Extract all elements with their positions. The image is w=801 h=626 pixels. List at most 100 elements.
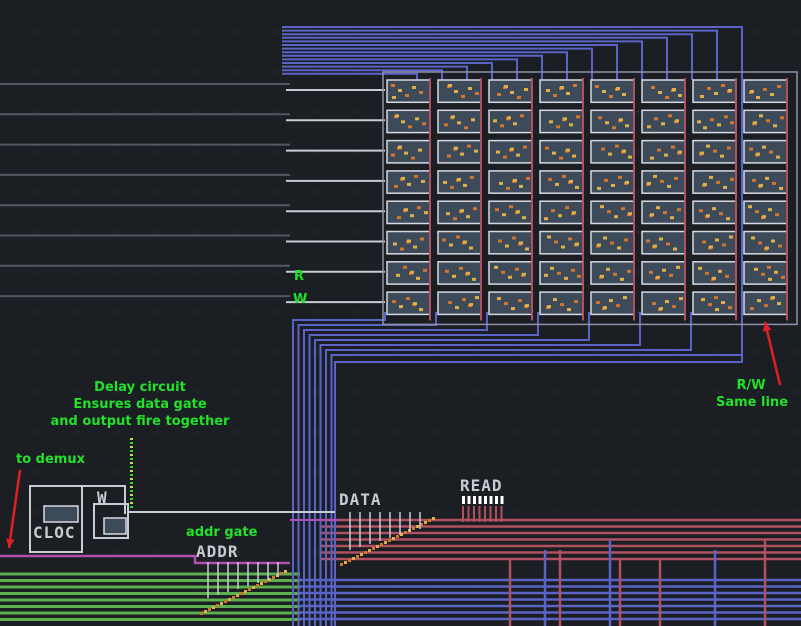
memory-cell[interactable] <box>590 168 635 200</box>
memory-cell[interactable] <box>488 290 533 321</box>
memory-cell[interactable] <box>386 259 431 291</box>
memory-cell[interactable] <box>437 290 482 321</box>
read-label[interactable]: READ <box>460 476 503 495</box>
memory-cell[interactable] <box>692 138 737 169</box>
memory-cell[interactable] <box>692 168 737 200</box>
cell-bit-pixel <box>678 150 682 154</box>
clock-label[interactable]: CLOC <box>33 523 76 542</box>
memory-cell[interactable] <box>641 138 686 169</box>
cell-bit-pixel <box>412 86 416 89</box>
memory-cell[interactable] <box>590 229 635 260</box>
memory-cell[interactable] <box>488 259 533 291</box>
memory-cell[interactable] <box>386 138 431 169</box>
memory-cell[interactable] <box>590 108 635 139</box>
cell-bit-pixel <box>611 183 615 187</box>
memory-cell[interactable] <box>437 78 482 109</box>
column-bus-wire <box>282 40 643 80</box>
memory-cell[interactable] <box>488 229 533 260</box>
memory-cell[interactable] <box>437 108 482 139</box>
data-label[interactable]: DATA <box>339 490 382 509</box>
memory-cell[interactable] <box>590 290 635 321</box>
memory-cell[interactable] <box>641 259 686 291</box>
memory-cell[interactable] <box>386 108 431 139</box>
memory-cell[interactable] <box>641 229 686 260</box>
cell-bit-pixel <box>469 246 473 250</box>
memory-cell[interactable] <box>488 108 533 139</box>
memory-cell[interactable] <box>590 199 635 230</box>
memory-cell[interactable] <box>437 229 482 260</box>
cell-bit-pixel <box>464 126 468 130</box>
memory-cell[interactable] <box>386 290 431 321</box>
cell-bit-pixel <box>568 237 572 241</box>
cell-rw-wire <box>633 168 635 200</box>
memory-cell[interactable] <box>539 108 584 139</box>
cell-bit-pixel <box>547 305 551 309</box>
memory-cell[interactable] <box>488 138 533 169</box>
cell-bit-pixel <box>601 147 605 151</box>
memory-cell[interactable] <box>539 199 584 230</box>
memory-cell[interactable] <box>692 290 737 321</box>
memory-cell[interactable] <box>743 199 788 230</box>
memory-cell[interactable] <box>590 78 635 109</box>
cell-bit-pixel <box>415 117 419 121</box>
cell-bit-pixel <box>770 93 774 96</box>
memory-cell[interactable] <box>386 78 431 109</box>
memory-cell[interactable] <box>539 138 584 169</box>
memory-cell[interactable] <box>641 78 686 109</box>
cell-bit-pixel <box>423 268 427 272</box>
cell-bit-pixel <box>419 91 423 94</box>
memory-cell[interactable] <box>641 290 686 321</box>
memory-cell[interactable] <box>437 199 482 230</box>
memory-cell[interactable] <box>641 168 686 200</box>
memory-cell[interactable] <box>590 138 635 169</box>
memory-cell[interactable] <box>743 168 788 200</box>
addr-label[interactable]: ADDR <box>196 542 239 561</box>
memory-cell[interactable] <box>539 168 584 200</box>
memory-cell[interactable] <box>539 290 584 321</box>
cell-bit-pixel <box>391 84 395 87</box>
cell-bit-pixel <box>703 182 707 186</box>
memory-cell[interactable] <box>743 78 788 109</box>
memory-cell[interactable] <box>488 199 533 230</box>
addr-gate-pixel <box>240 592 243 595</box>
cell-bit-pixel <box>653 174 657 178</box>
addr-gate-pixel <box>268 578 271 581</box>
memory-cell[interactable] <box>641 108 686 139</box>
memory-cell[interactable] <box>386 199 431 230</box>
memory-cell[interactable] <box>743 259 788 291</box>
cell-bit-pixel <box>703 126 707 130</box>
cell-bit-pixel <box>774 270 778 274</box>
cell-bit-pixel <box>395 114 399 118</box>
memory-cell[interactable] <box>692 199 737 230</box>
memory-cell[interactable] <box>437 168 482 200</box>
memory-cell[interactable] <box>743 138 788 169</box>
memory-cell[interactable] <box>488 168 533 200</box>
cell-bit-pixel <box>449 243 453 247</box>
memory-cell[interactable] <box>539 229 584 260</box>
memory-cell[interactable] <box>488 78 533 109</box>
memory-cell[interactable] <box>743 108 788 139</box>
memory-cell[interactable] <box>692 259 737 291</box>
cell-bit-pixel <box>404 151 408 155</box>
memory-cell[interactable] <box>437 138 482 169</box>
cell-rw-wire <box>684 168 686 200</box>
memory-cell[interactable] <box>743 290 788 321</box>
memory-cell[interactable] <box>590 259 635 291</box>
memory-cell[interactable] <box>437 259 482 291</box>
memory-cell[interactable] <box>386 168 431 200</box>
memory-cell[interactable] <box>641 199 686 230</box>
w-gate-label[interactable]: W <box>97 488 108 507</box>
memory-cell[interactable] <box>386 229 431 260</box>
memory-cell[interactable] <box>539 78 584 109</box>
cell-bit-pixel <box>473 207 477 211</box>
memory-cell[interactable] <box>743 229 788 260</box>
memory-cell[interactable] <box>692 229 737 260</box>
memory-cell[interactable] <box>692 78 737 109</box>
memory-cell[interactable] <box>539 259 584 291</box>
cell-bit-pixel <box>404 208 408 212</box>
cell-bit-pixel <box>512 236 516 240</box>
cell-bit-pixel <box>513 178 517 182</box>
memory-cell[interactable] <box>692 108 737 139</box>
